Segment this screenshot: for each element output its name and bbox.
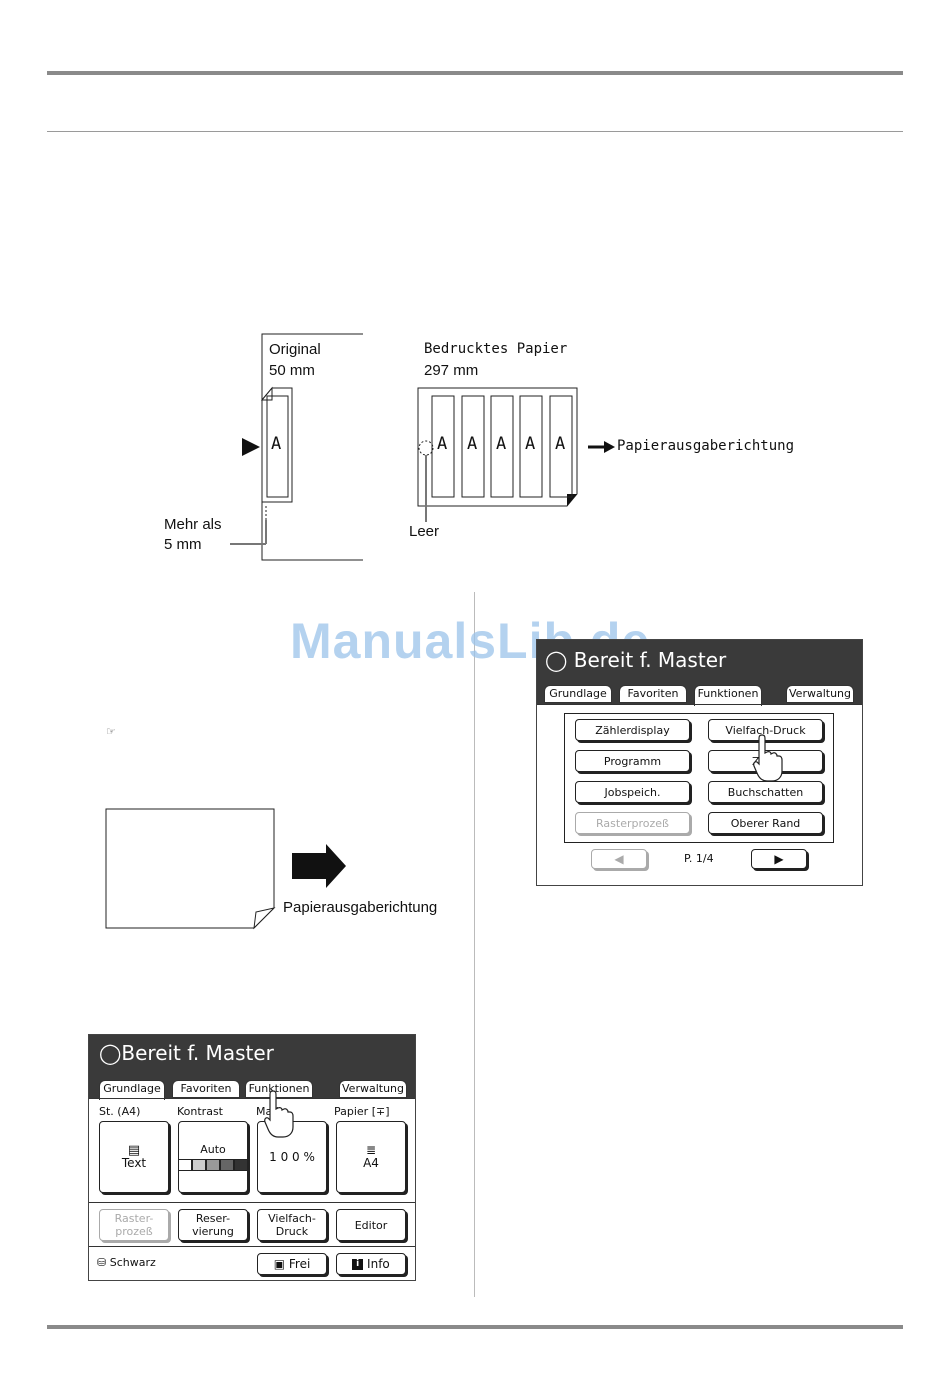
tab-funktionen-basic[interactable]: Funktionen xyxy=(245,1080,313,1098)
next-page-button[interactable]: ▶ xyxy=(751,849,807,869)
column-divider xyxy=(474,592,475,1297)
contrast-value: Auto xyxy=(200,1143,226,1156)
text-mode-button[interactable]: ▤ Text xyxy=(99,1121,169,1193)
printed-letter-1: A xyxy=(437,434,448,454)
big-arrow-icon xyxy=(292,844,346,888)
pointing-hand-icon: ☞ xyxy=(106,726,116,738)
original-sheet-graphic xyxy=(230,333,363,561)
printed-letter-3: A xyxy=(496,434,507,454)
mehr-als-label: Mehr als xyxy=(164,516,222,533)
tab-favoriten[interactable]: Favoriten xyxy=(619,685,687,703)
header-rule-thin xyxy=(47,131,903,132)
tab-verwaltung[interactable]: Verwaltung xyxy=(786,685,854,703)
editor-button[interactable]: Editor xyxy=(336,1209,406,1241)
screen-functions: ◯ Bereit f. Master Grundlage Favoriten F… xyxy=(536,639,863,886)
paper-button-label: A4 xyxy=(363,1156,379,1170)
multi-print-button[interactable]: Vielfach- Druck xyxy=(257,1209,327,1241)
printed-letter-2: A xyxy=(467,434,478,454)
original-label: Original xyxy=(269,341,321,358)
paper-direction-label: Papierausgaberichtung xyxy=(283,899,438,916)
original-size: 50 mm xyxy=(269,362,315,379)
feed-arrow-icon xyxy=(242,438,260,456)
programm-button[interactable]: Programm xyxy=(575,750,690,772)
contrast-scale xyxy=(178,1159,248,1171)
info-icon: i xyxy=(352,1258,364,1270)
tab-grundlage-basic[interactable]: Grundlage xyxy=(99,1080,165,1100)
document-icon: ▤ xyxy=(127,1143,141,1158)
paper-stack-icon: ≣ xyxy=(365,1143,377,1157)
page-indicator: P. 1/4 xyxy=(684,852,714,865)
contrast-label: Kontrast xyxy=(177,1105,223,1118)
buchschatten-button[interactable]: Buchschatten xyxy=(708,781,823,803)
tab-favoriten-basic[interactable]: Favoriten xyxy=(172,1080,240,1098)
tab-funktionen[interactable]: Funktionen xyxy=(694,685,762,706)
scale-button[interactable]: 1 0 0 % xyxy=(257,1121,327,1193)
direction-arrow-icon xyxy=(588,441,615,453)
ink-drum-icon: ⛁ xyxy=(97,1256,107,1269)
text-mode-label: Text xyxy=(121,1156,147,1170)
paper-size-label: St. (A4) xyxy=(99,1105,141,1118)
prev-page-button[interactable]: ◀ xyxy=(591,849,647,869)
status-text: ◯ Bereit f. Master xyxy=(545,648,727,672)
raster-process-button[interactable]: Raster- prozeß xyxy=(99,1209,169,1241)
memory-icon: ▣ xyxy=(273,1256,286,1271)
five-mm-label: 5 mm xyxy=(164,536,202,553)
frei-button[interactable]: ▣ Frei xyxy=(257,1253,327,1275)
header-rule-thick xyxy=(47,71,903,75)
leer-label: Leer xyxy=(409,523,440,540)
blank-area-icon xyxy=(418,440,434,456)
tab-verwaltung-basic[interactable]: Verwaltung xyxy=(339,1080,407,1098)
printed-paper-title: Bedrucktes Papier xyxy=(424,341,568,357)
printed-sheet-graphic xyxy=(417,387,578,522)
printed-letter-4: A xyxy=(525,434,536,454)
info-label: Info xyxy=(367,1256,390,1271)
frei-label: Frei xyxy=(288,1256,311,1271)
tab-grundlage[interactable]: Grundlage xyxy=(544,685,612,703)
jobspeich-button[interactable]: Jobspeich. xyxy=(575,781,690,803)
footer-rule xyxy=(47,1325,903,1329)
ink-status: ⛁ Schwarz xyxy=(97,1256,156,1269)
paper-button[interactable]: ≣ A4 xyxy=(336,1121,406,1193)
reservation-button[interactable]: Reser- vierung xyxy=(178,1209,248,1241)
original-letter: A xyxy=(271,434,282,454)
info-button[interactable]: i Info xyxy=(336,1253,406,1275)
ink-label: Schwarz xyxy=(109,1256,156,1269)
function-grid xyxy=(564,713,834,843)
printed-letter-5: A xyxy=(555,434,566,454)
contrast-button[interactable]: Auto xyxy=(178,1121,248,1193)
paper-illustration xyxy=(105,808,346,930)
screen-basic: ◯Bereit f. Master Grundlage Favoriten Fu… xyxy=(88,1034,416,1281)
paper-label: Papier [∓] xyxy=(334,1105,390,1118)
touch-hand-icon-basic xyxy=(264,1090,294,1138)
direction-label: Papierausgaberichtung xyxy=(617,438,795,454)
printed-paper-size: 297 mm xyxy=(424,362,479,379)
rasterprozess-button[interactable]: Rasterprozeß xyxy=(575,812,690,834)
zaehlerdisplay-button[interactable]: Zählerdisplay xyxy=(575,719,690,741)
status-text-basic: ◯Bereit f. Master xyxy=(99,1041,274,1065)
oberer-rand-button[interactable]: Oberer Rand xyxy=(708,812,823,834)
touch-hand-icon xyxy=(753,734,783,782)
